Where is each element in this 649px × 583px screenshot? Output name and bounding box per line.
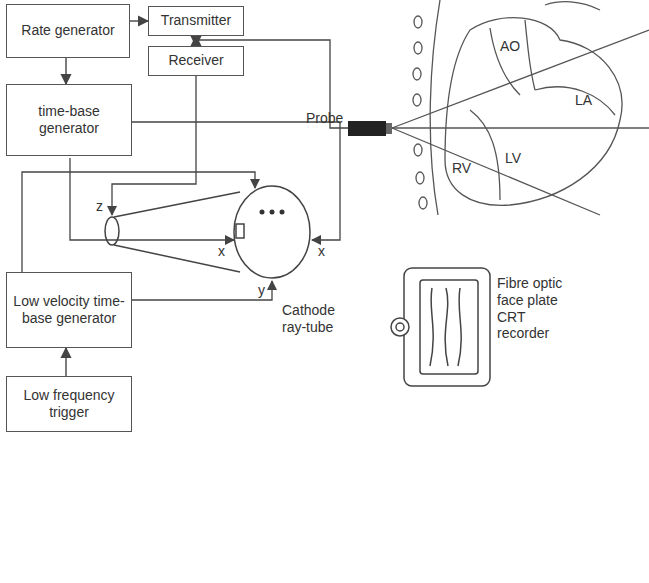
box-text: Rate generator [21,22,114,40]
box-text: time-base generator [13,103,125,138]
process-box: Low frequency trigger [6,376,132,432]
box-text: Low velocity time-base generator [13,293,125,328]
terminal-label: z [96,198,103,215]
connector-arrow [195,36,196,46]
process-box: Low velocity time-base generator [6,272,132,348]
terminal-label: x [318,243,325,260]
process-box: time-base generator [6,84,132,156]
terminal-label: y [258,282,265,299]
process-box: Transmitter [148,6,244,36]
process-box: Receiver [148,46,244,76]
connector-arrow [130,20,148,21]
part-label: Cathode ray-tube [282,302,352,336]
part-label: RV [452,160,471,177]
box-text: Low frequency trigger [13,387,125,422]
probe [348,121,392,136]
crt-tube [105,186,310,278]
connector-arrow [65,58,66,84]
connector-arrow [65,348,66,376]
box-text: Receiver [168,52,223,70]
part-label: Fibre optic face plate CRT recorder [497,275,579,342]
box-text: Transmitter [161,12,231,30]
heart-drawing [392,0,649,215]
crt-dots [260,210,285,215]
part-label: LA [575,92,592,109]
part-label: Probe [306,110,343,127]
process-box: Rate generator [6,4,130,58]
part-label: LV [505,150,521,167]
part-label: AO [500,38,520,55]
crt-recorder [391,268,490,386]
terminal-label: x [218,243,225,260]
